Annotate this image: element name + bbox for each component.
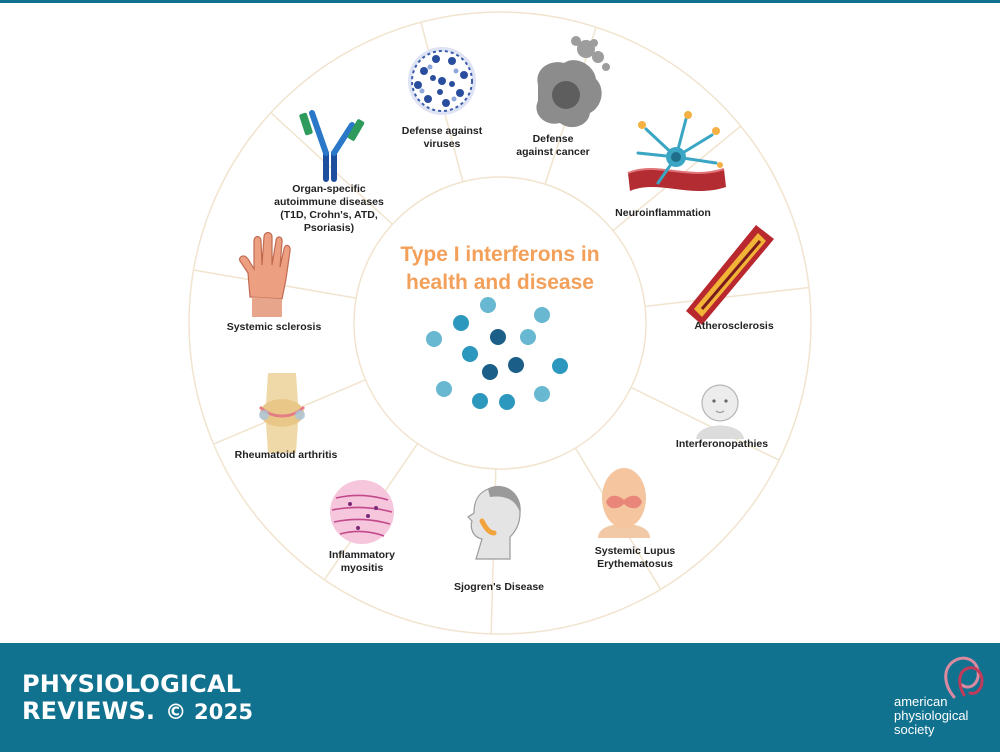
interferon-molecules [426, 297, 568, 410]
label-rheumatoid-arthritis: Rheumatoid arthritis [234, 449, 338, 461]
label-interferonopathies: Interferonopathies [675, 438, 769, 450]
antibody-icon [299, 110, 365, 182]
interferon-wheel [188, 11, 812, 635]
journal-title-line2: REVIEWS. © 2025 [22, 698, 253, 726]
label-atherosclerosis: Atherosclerosis [694, 320, 774, 332]
molecule [436, 381, 452, 397]
diagram: Type I interferons in health and disease… [0, 3, 1000, 643]
molecule [534, 307, 550, 323]
molecule [482, 364, 498, 380]
molecule [552, 358, 568, 374]
molecule [490, 329, 506, 345]
molecule [534, 386, 550, 402]
artery-icon [686, 225, 774, 325]
label-defense-viruses: Defense against viruses [401, 125, 483, 150]
hand-icon [239, 231, 291, 317]
virus-icon [408, 47, 476, 115]
footer-banner: PHYSIOLOGICAL REVIEWS. © 2025 american ph… [0, 643, 1000, 752]
copyright: © 2025 [165, 700, 254, 724]
journal-name: REVIEWS. [22, 697, 156, 725]
journal-title: PHYSIOLOGICAL REVIEWS. © 2025 [22, 671, 253, 726]
molecule [462, 346, 478, 362]
cancer-cell-icon [536, 36, 610, 128]
journal-title-line1: PHYSIOLOGICAL [22, 670, 242, 698]
muscle-tissue-icon [330, 480, 394, 544]
center-title: Type I interferons in health and disease [400, 243, 600, 294]
label-organ-specific-autoimmune: Organ-specific autoimmune diseases (T1D,… [274, 183, 384, 234]
sector-divider [644, 286, 810, 308]
infant-icon [696, 384, 744, 439]
label-sle: Systemic Lupus Erythematosus [594, 545, 676, 570]
label-defense-cancer: Defense against cancer [516, 133, 590, 158]
society-name: american physiological society [894, 694, 969, 737]
inner-circle [353, 176, 647, 470]
top-rule [0, 0, 1000, 3]
label-systemic-sclerosis: Systemic sclerosis [226, 321, 322, 333]
molecule [453, 315, 469, 331]
label-myositis: Inflammatory myositis [329, 549, 395, 574]
knee-joint-icon [258, 373, 306, 453]
label-neuroinflammation: Neuroinflammation [615, 207, 711, 219]
neuron-icon [627, 111, 726, 191]
molecule [472, 393, 488, 409]
molecule [480, 297, 496, 313]
lupus-face-icon [598, 468, 650, 538]
molecule [520, 329, 536, 345]
molecule [499, 394, 515, 410]
aps-logo-icon [944, 656, 984, 699]
label-sjogren: Sjogren's Disease [453, 581, 545, 593]
sector-divider [630, 386, 780, 461]
molecule [426, 331, 442, 347]
molecule [508, 357, 524, 373]
head-profile-icon [467, 485, 521, 560]
